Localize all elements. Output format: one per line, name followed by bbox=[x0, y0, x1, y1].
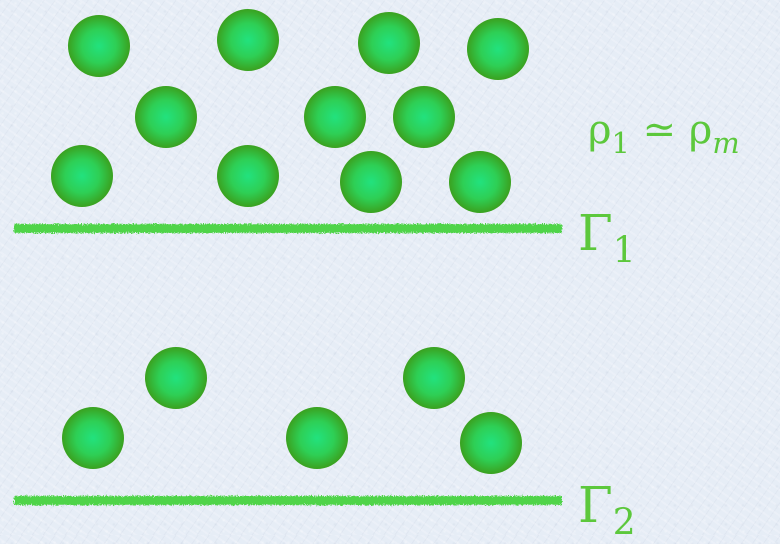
upper-particle-group bbox=[51, 9, 529, 213]
rho-symbol: ρ bbox=[588, 107, 612, 153]
particle bbox=[51, 145, 113, 207]
gamma-symbol: Γ bbox=[578, 204, 613, 262]
boundary-line-gamma1 bbox=[14, 224, 562, 233]
gamma-subscript-2: 2 bbox=[613, 503, 636, 544]
particle bbox=[403, 347, 465, 409]
rho-subscript-1: 1 bbox=[612, 126, 630, 160]
particle bbox=[393, 86, 455, 148]
particle bbox=[62, 407, 124, 469]
particle bbox=[449, 151, 511, 213]
rho-symbol-m: ρ bbox=[689, 107, 713, 153]
particle bbox=[467, 18, 529, 80]
particle bbox=[135, 86, 197, 148]
particle bbox=[68, 15, 130, 77]
gamma1-label: Γ1 bbox=[578, 208, 636, 270]
particle bbox=[145, 347, 207, 409]
particle bbox=[304, 86, 366, 148]
rho-subscript-m: m bbox=[712, 126, 739, 160]
boundary-line-gamma2 bbox=[14, 496, 562, 505]
density-relation-label: ρ1 ≃ ρm bbox=[588, 110, 740, 158]
particle bbox=[460, 412, 522, 474]
gamma-symbol: Γ bbox=[578, 476, 613, 534]
gamma-subscript-1: 1 bbox=[613, 231, 636, 272]
approx-equal-symbol: ≃ bbox=[630, 107, 689, 153]
particle bbox=[217, 9, 279, 71]
particle bbox=[286, 407, 348, 469]
particle bbox=[340, 151, 402, 213]
particle bbox=[217, 145, 279, 207]
particle bbox=[358, 12, 420, 74]
lower-particle-group bbox=[62, 347, 522, 474]
gamma2-label: Γ2 bbox=[578, 480, 636, 542]
